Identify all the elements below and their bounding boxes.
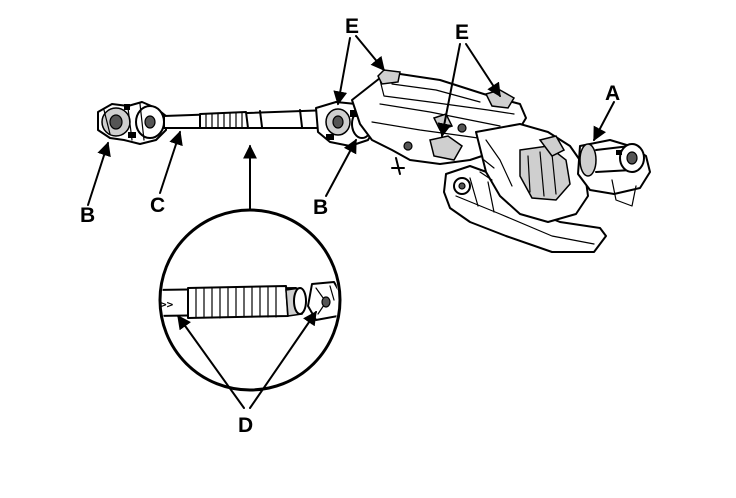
lower-universal-joint xyxy=(97,101,167,145)
callout-d-leaders xyxy=(177,310,317,409)
callout-b-left-leader xyxy=(87,141,111,206)
callout-e-left-leaders xyxy=(333,35,385,106)
column-body xyxy=(475,123,589,223)
callout-b-right: B xyxy=(313,196,328,219)
detail-magnifier: >> xyxy=(158,208,342,392)
steering-shaft-end xyxy=(577,139,651,207)
alignment-marking: >> xyxy=(160,298,174,311)
callout-a: A xyxy=(605,82,620,105)
callout-b-right-leader xyxy=(325,138,357,197)
callout-e-right: E xyxy=(455,21,469,44)
callout-e-left: E xyxy=(345,15,359,38)
callout-e-right-leaders xyxy=(437,43,501,138)
callout-c-leader xyxy=(159,130,183,194)
intermediate-shaft xyxy=(163,109,333,129)
callout-b-left: B xyxy=(80,204,95,227)
callout-c: C xyxy=(150,194,165,217)
callout-a-leader xyxy=(593,101,615,142)
callout-d: D xyxy=(238,414,253,437)
